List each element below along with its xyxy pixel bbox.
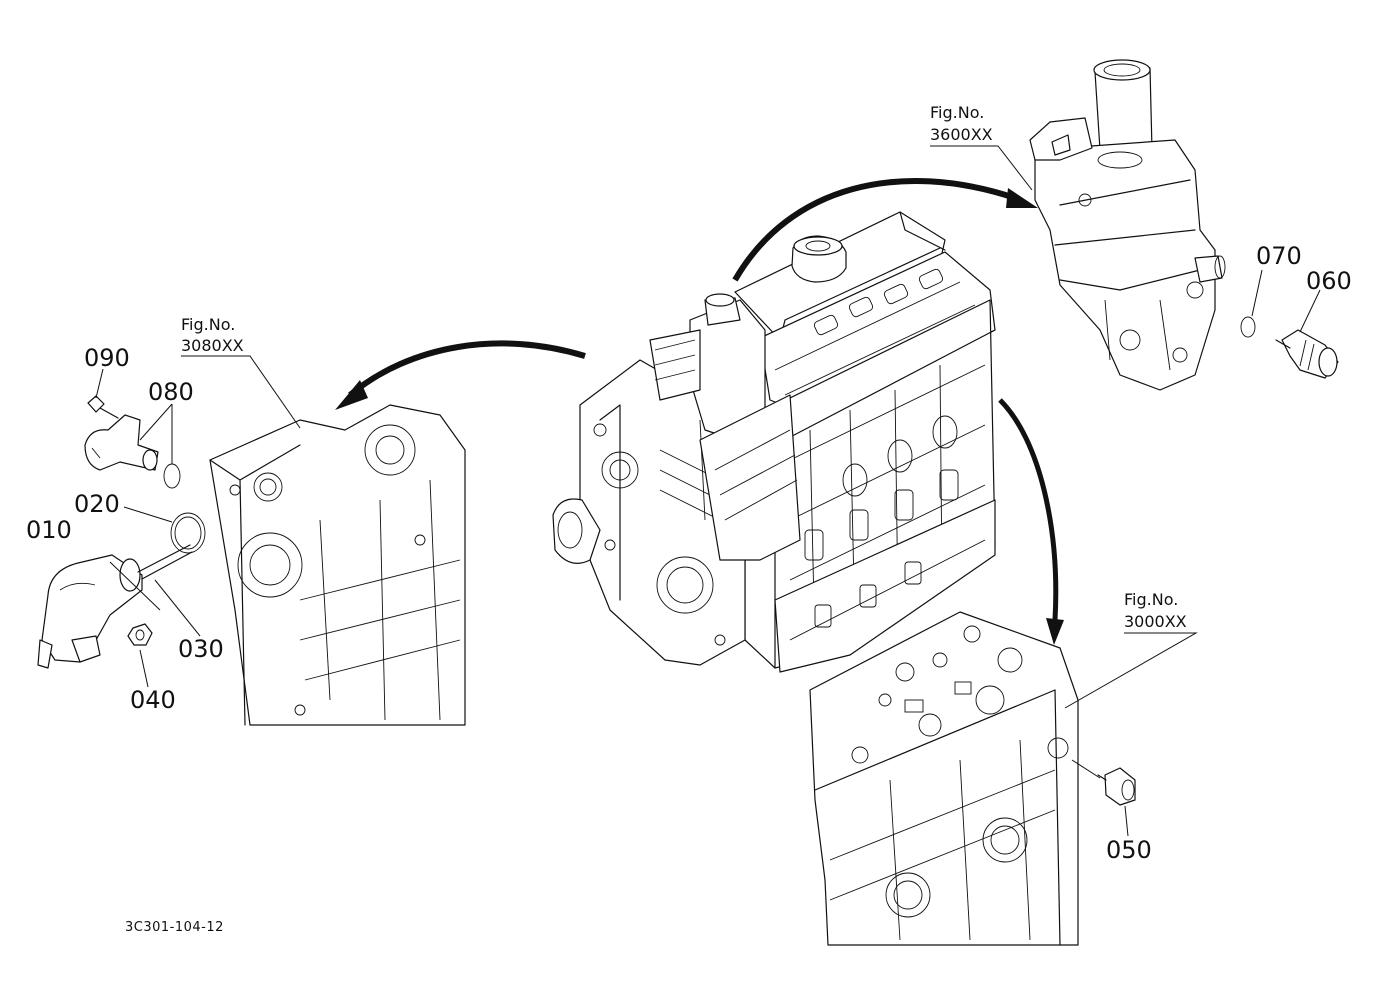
fig-3600-line1: Fig.No. — [930, 103, 984, 122]
arrow-to-fig-3080 — [335, 340, 586, 410]
thermostat-housing — [1029, 59, 1226, 391]
fig-3080-line1: Fig.No. — [181, 315, 235, 334]
nut-040 — [127, 623, 153, 646]
fig-3600-line2: 3600XX — [930, 125, 993, 144]
sensor-010 — [37, 554, 143, 669]
sensor-080 — [84, 414, 159, 471]
part-label-010[interactable]: 010 — [26, 516, 72, 544]
fig-3000-line2: 3000XX — [1124, 612, 1187, 631]
cylinder-block-cutout — [809, 611, 1079, 946]
o-ring-070 — [1240, 316, 1256, 338]
figure-ref-3080[interactable]: Fig.No. 3080XX — [181, 315, 244, 355]
part-label-020[interactable]: 020 — [74, 490, 120, 518]
part-label-040[interactable]: 040 — [130, 686, 176, 714]
engine-assembly — [552, 211, 996, 673]
fig-3080-line2: 3080XX — [181, 336, 244, 355]
arrow-to-fig-3600 — [732, 178, 1038, 282]
sensor-050 — [1097, 767, 1136, 806]
part-label-050[interactable]: 050 — [1106, 836, 1152, 864]
drawing-code: 3C301-104-12 — [125, 920, 224, 935]
front-pulley — [552, 498, 601, 564]
stud-030 — [137, 544, 193, 580]
fig-3000-line1: Fig.No. — [1124, 590, 1178, 609]
o-ring-080 — [163, 463, 181, 489]
gear-case-cutout — [209, 404, 466, 726]
part-label-090[interactable]: 090 — [84, 344, 130, 372]
part-label-060[interactable]: 060 — [1306, 267, 1352, 295]
o-ring-020 — [170, 512, 206, 554]
part-label-080[interactable]: 080 — [148, 378, 194, 406]
figure-ref-3600[interactable]: Fig.No. 3600XX — [930, 103, 993, 144]
arrow-to-fig-3000 — [998, 398, 1064, 645]
bolt-090 — [87, 395, 119, 419]
part-label-030[interactable]: 030 — [178, 635, 224, 663]
figure-ref-3000[interactable]: Fig.No. 3000XX — [1124, 590, 1187, 631]
part-label-070[interactable]: 070 — [1256, 242, 1302, 270]
leader-lines — [95, 145, 1321, 837]
sensor-060 — [1275, 329, 1339, 379]
